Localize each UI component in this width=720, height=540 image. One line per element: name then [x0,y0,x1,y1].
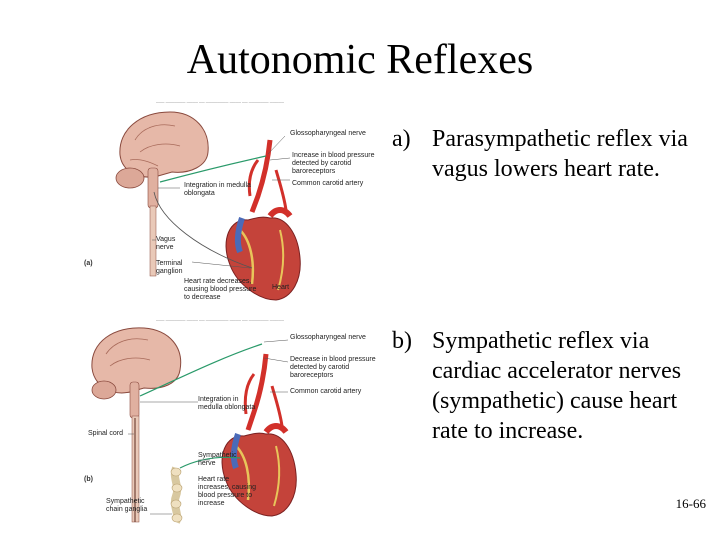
label-sympathetic-chain-ganglia: Sympathetic chain ganglia [106,498,148,513]
point-b-marker: b) [392,328,412,354]
sympathetic-nerve [179,456,241,469]
brain [119,111,209,178]
cerebellum [91,380,117,400]
panel-label-b: (b) [84,476,93,483]
sympathetic-diagram [91,327,297,524]
figure-sympathetic-reflex: ─── ─────── ──── ── ──────── ──── ── ───… [80,318,390,528]
label-integration-medulla: Integration in medulla oblongata [198,396,256,411]
parasympathetic-diagram [115,111,301,301]
vagus-nerve [153,191,253,269]
figure-parasympathetic-reflex: ─── ─────── ──── ── ──────── ──── ── ───… [80,100,390,310]
glossopharyngeal-nerve [159,155,267,183]
label-common-carotid-artery: Common carotid artery [290,388,362,395]
point-b-text: Sympathetic reflex via cardiac accelerat… [432,328,682,444]
label-common-carotid-artery: Common carotid artery [292,180,364,187]
label-vagus-nerve: Vagus nerve [156,236,176,251]
label-integration-medulla: Integration in medulla oblongata [184,182,251,197]
label-spinal-cord: Spinal cord [88,430,124,437]
point-a-marker: a) [392,126,411,152]
label-heart-rate-increases: Heart rate increases, causing blood pres… [198,476,256,507]
cerebellum [115,167,145,189]
label-terminal-ganglion: Terminal ganglion [156,260,183,275]
panel-label-a: (a) [84,260,93,267]
label-sympathetic-nerve: Sympathetic nerve [198,452,237,467]
carotid-artery [249,139,273,213]
slide-title: Autonomic Reflexes [186,37,534,83]
brain [91,327,182,394]
label-increase-blood-pressure: Increase in blood pressure detected by c… [292,152,375,175]
label-glossopharyngeal-nerve: Glossopharyngeal nerve [290,334,366,341]
label-heart-rate-decreases: Heart rate decreases, causing blood pres… [184,278,257,301]
spinal-cord [149,205,157,277]
label-heart: Heart [272,284,290,291]
slide-number: 16-66 [675,496,706,511]
figure-header-a: ─── ─────── ──── ── ──────── ──── ── ───… [156,100,284,105]
point-a-text: Parasympathetic reflex via vagus lowers … [432,126,688,182]
brainstem [129,381,140,419]
label-glossopharyngeal-nerve: Glossopharyngeal nerve [290,130,366,137]
carotid-artery [245,353,269,431]
glossopharyngeal-nerve [139,343,263,397]
label-decrease-blood-pressure: Decrease in blood pressure detected by c… [290,356,376,379]
brainstem [147,167,159,209]
figure-header-b: ─── ─────── ──── ── ──────── ──── ── ───… [156,318,284,323]
